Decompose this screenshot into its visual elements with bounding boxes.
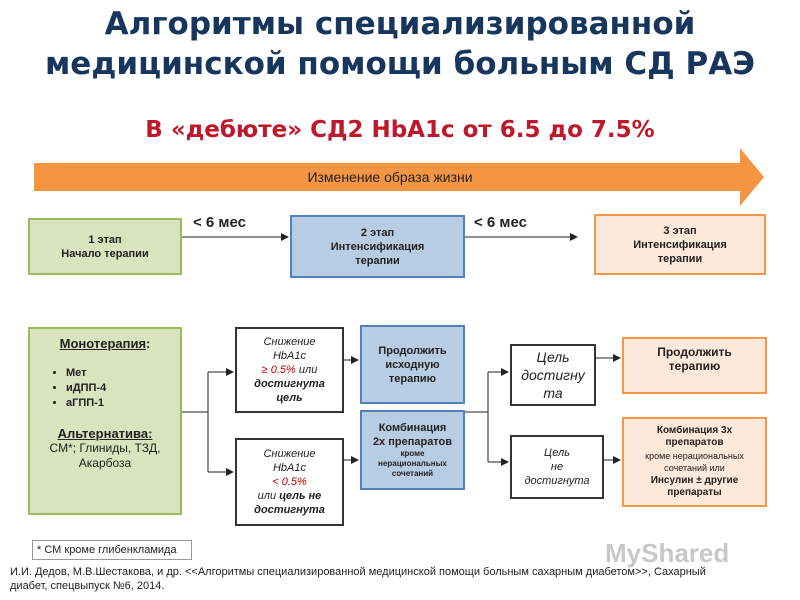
stage1-line1: 1 этап [88, 233, 122, 246]
continue-initial-line3: терапию [388, 372, 437, 385]
goal-not-line3: достигнута [524, 475, 590, 487]
hba1c-less-line2: HbA1c [272, 462, 307, 474]
stage3-line3: терапии [657, 252, 703, 265]
alt-title: Альтернатива: [57, 426, 153, 441]
page-title: Алгоритмы специализированной медицинской… [0, 4, 800, 84]
stage1-box: 1 этап Начало терапии [28, 218, 182, 275]
interval-1: < 6 мес [193, 214, 246, 231]
hba1c-less-box: Снижение HbA1c < 0.5% или цель не достиг… [235, 438, 344, 526]
combo2-line3: кроме [400, 449, 425, 458]
combo3-line2: препаратов [665, 437, 724, 448]
alt-block: Альтернатива: СМ*; Глиниды, ТЗД, Акарбоз… [30, 427, 180, 471]
goal-not-line2: не [550, 461, 564, 473]
hba1c-less-or: или [257, 490, 280, 502]
title-line-1: Алгоритмы специализированной [104, 6, 696, 42]
alt-line2: Акарбоза [78, 456, 132, 470]
sulfonylurea-note: * СМ кроме глибенкламида [32, 540, 192, 560]
combo2-line2: 2х препаратов [372, 436, 453, 448]
hba1c-less-threshold: < 0.5% [272, 476, 307, 488]
stage2-line3: терапии [355, 254, 400, 267]
hba1c-down-line1: Снижение [263, 336, 316, 348]
continue-therapy-line1: Продолжить [657, 345, 732, 359]
mono-colon: : [146, 336, 151, 351]
continue-initial-box: Продолжить исходную терапию [360, 325, 465, 404]
combo2-box: Комбинация 2х препаратов кроме нерациона… [360, 410, 465, 490]
combo3-line5: Инсулин ± другие [650, 474, 739, 486]
combo3-line6: препараты [667, 487, 722, 498]
goal-reached-box: Цель достигну та [510, 344, 596, 406]
hba1c-down-line2: HbA1c [272, 350, 307, 362]
stage1-line2: Начало терапии [61, 247, 149, 260]
stage2-line2: Интенсификация [330, 240, 425, 253]
combo3-line3: кроме нерациональных [645, 450, 744, 461]
mono-item-glp1: аГПП-1 [66, 396, 180, 411]
combo3-line1: Комбинация 3х [656, 424, 733, 436]
hba1c-less-line4: или цель не [258, 489, 322, 503]
combo3-box: Комбинация 3х препаратов кроме нерациона… [622, 417, 767, 507]
continue-therapy-box: Продолжить терапию [622, 337, 767, 394]
stage3-line1: 3 этап [663, 224, 697, 237]
hba1c-down-threshold: ≥ 0.5% [261, 364, 296, 376]
goal-not-line1: Цель [544, 447, 570, 459]
hba1c-decrease-box: Снижение HbA1c ≥ 0.5% или достигнута цел… [235, 327, 344, 413]
goal-reached-line3: та [543, 385, 563, 401]
citation-line2: диабет, спецвыпуск №6, 2014. [10, 580, 165, 592]
lifestyle-label: Изменение образа жизни [307, 169, 473, 185]
hba1c-down-line4: достигнута [254, 378, 325, 390]
hba1c-down-line5: цель [276, 392, 303, 404]
hba1c-down-line3: ≥ 0.5% или [262, 363, 318, 377]
mono-list: Мет иДПП-4 аГПП-1 [30, 366, 180, 411]
combo3-line4: сочетаний или [664, 463, 725, 473]
continue-initial-line1: Продолжить [378, 344, 447, 357]
stage3-box: 3 этап Интенсификация терапии [594, 214, 766, 275]
combo2-line4: нерациональных [378, 459, 447, 468]
continue-initial-line2: исходную [385, 358, 440, 371]
stage2-box: 2 этап Интенсификация терапии [290, 215, 465, 278]
interval-2: < 6 мес [474, 214, 527, 231]
stage2-line1: 2 этап [360, 226, 395, 239]
mono-item-dpp4: иДПП-4 [66, 381, 180, 396]
combo2-line1: Комбинация [378, 422, 447, 434]
hba1c-less-goal-not: цель не [279, 490, 322, 502]
watermark-logo: MyShared [605, 538, 730, 568]
hba1c-less-line5: достигнута [254, 504, 325, 516]
hba1c-less-line1: Снижение [263, 448, 316, 460]
mono-item-met: Мет [66, 366, 180, 381]
combo2-line5: сочетаний [391, 469, 434, 478]
citation-line1: И.И. Дедов, М.В.Шестакова, и др. <<Алгор… [10, 566, 706, 578]
lifestyle-arrow [34, 148, 764, 206]
title-line-2: медицинской помощи больным СД РАЭ [44, 46, 756, 82]
page-subtitle: В «дебюте» СД2 HbA1c от 6.5 до 7.5% [145, 117, 655, 143]
mono-title-row: Монотерапия: [30, 337, 180, 352]
interval-2-text: < 6 мес [474, 214, 528, 231]
monotherapy-box: Монотерапия: Мет иДПП-4 аГПП-1 Альтернат… [28, 327, 182, 515]
interval-1-text: < 6 мес [193, 214, 247, 231]
stage3-line2: Интенсификация [633, 238, 727, 251]
alt-line1: СМ*; Глиниды, ТЗД, [49, 441, 161, 455]
citation-footnote: И.И. Дедов, М.В.Шестакова, и др. <<Алгор… [10, 565, 790, 593]
goal-not-box: Цель не достигнута [510, 435, 604, 499]
hba1c-down-or: или [295, 364, 318, 376]
continue-therapy-line2: терапию [668, 359, 721, 373]
mono-title: Монотерапия [59, 336, 147, 351]
goal-reached-line1: Цель [536, 349, 570, 365]
goal-reached-line2: достигну [521, 367, 585, 383]
